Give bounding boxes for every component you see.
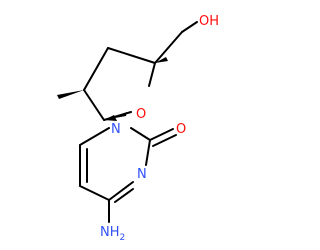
hydroxyl-label: OH	[199, 14, 219, 29]
c1-wedge-bond	[104, 112, 127, 120]
ring-nitrogen-1-label: N	[111, 122, 121, 137]
structure-diagram: OH O N O N NH2	[57, 14, 219, 243]
bond-n1-c2p	[130, 127, 151, 141]
amino-subscript: 2	[120, 233, 126, 243]
carbonyl-oxygen-label: O	[176, 122, 186, 137]
bond-c2-c1	[83, 89, 105, 121]
bond-ch2-oh	[181, 21, 198, 33]
molecule-drawing: OH O N O N NH2	[57, 14, 219, 243]
c4-wedge-bond	[155, 57, 168, 63]
bond-n3-c4p-double	[114, 188, 134, 203]
bond-c4p-c5	[79, 185, 110, 201]
bond-c4-c3	[107, 47, 156, 64]
methyl-wedge-bond	[57, 90, 84, 99]
bond-c4-ch2	[154, 31, 183, 64]
ring-oxygen-label: O	[136, 107, 146, 122]
bond-c2p-n3	[145, 139, 151, 166]
bond-n3-c4p	[108, 181, 134, 201]
bond-c4-o4	[148, 62, 156, 87]
bond-c2p-o	[149, 128, 174, 141]
amino-label: NH2	[100, 225, 125, 243]
ring-nitrogen-3-label: N	[137, 167, 147, 182]
bond-c2p-o-double	[152, 134, 177, 147]
bond-c3-c2	[83, 47, 109, 91]
bond-c6-n1	[79, 127, 110, 146]
